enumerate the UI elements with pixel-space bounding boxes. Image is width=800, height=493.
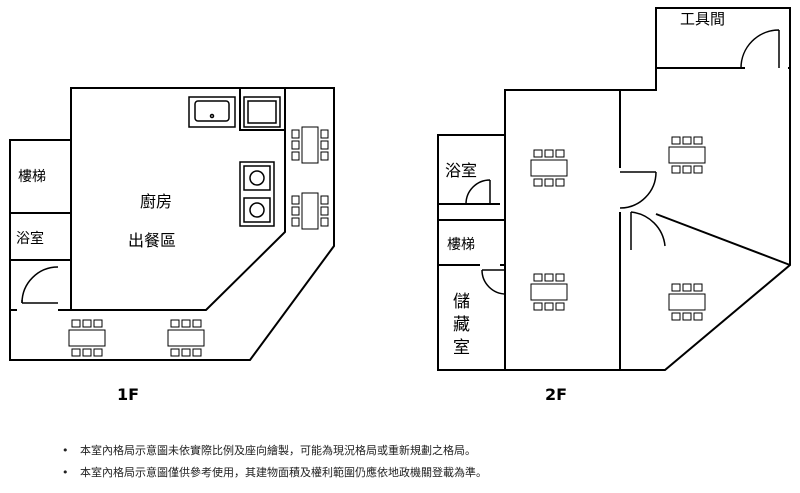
floor-1 <box>9 87 335 361</box>
disclaimer-notes: • 本室內格局示意圖未依實際比例及座向繪製，可能為現況格局或重新規劃之格局。 •… <box>62 440 487 484</box>
floor-1-kitchen-inner-wall <box>10 88 286 311</box>
dining-area-label: 出餐區 <box>128 231 176 250</box>
dining-table-icon <box>668 283 706 321</box>
floor-1-outer-wall <box>9 87 335 361</box>
floor-1-tables <box>68 126 329 357</box>
storage-label-char-2: 藏 <box>453 315 470 335</box>
bullet: • <box>62 466 69 479</box>
dining-table-icon <box>167 319 205 357</box>
dish-rack-icon <box>243 96 281 128</box>
floor-2-label: 2F <box>545 385 567 404</box>
floor-1-label: 1F <box>117 385 139 404</box>
floor-2-outer-wall <box>437 7 791 371</box>
stove-icon <box>239 161 275 227</box>
tool-room-door <box>740 29 780 69</box>
floor-2-tables <box>530 136 706 321</box>
note-item: • 本室內格局示意圖僅供參考使用，其建物面積及權利範圍仍應依地政機關登載為準。 <box>62 462 487 484</box>
dining-table-icon <box>530 149 568 187</box>
floor-1-bath-door-swing <box>21 266 59 304</box>
floor-1-stairs-label: 樓梯 <box>18 169 46 185</box>
floor-2-stairs-walls <box>438 219 505 266</box>
dining-table-icon <box>68 319 106 357</box>
floor-2-bathroom-label: 浴室 <box>445 161 477 180</box>
floor-2-stairs-label: 樓梯 <box>447 237 475 253</box>
floor-2-storage-door <box>481 269 507 295</box>
kitchen-label: 廚房 <box>140 192 172 211</box>
storage-label-char-3: 室 <box>453 338 470 358</box>
floor-plan: 樓梯 浴室 廚房 出餐區 1F 工具間 浴室 樓梯 儲 藏 室 2F <box>9 7 791 404</box>
dining-table-icon <box>668 136 706 174</box>
dining-table-icon <box>291 126 329 164</box>
note-text: 本室內格局示意圖未依實際比例及座向繪製，可能為現況格局或重新規劃之格局。 <box>80 444 476 457</box>
dining-table-icon <box>530 273 568 311</box>
floor-2-right-partition <box>655 213 791 266</box>
floor-1-bath-door <box>21 300 58 304</box>
floor-2-doors <box>465 29 780 295</box>
sink-icon <box>188 96 236 128</box>
storage-label-char-1: 儲 <box>453 292 470 312</box>
note-text: 本室內格局示意圖僅供參考使用，其建物面積及權利範圍仍應依地政機關登載為準。 <box>80 466 487 479</box>
floor-2-right-door <box>630 211 666 250</box>
tool-room-label: 工具間 <box>680 10 725 28</box>
bullet: • <box>62 444 69 457</box>
floor-2-bath-door <box>465 179 491 205</box>
floor-2 <box>437 7 791 371</box>
floor-2-center-door <box>619 171 657 209</box>
dining-table-icon <box>291 192 329 230</box>
floor-1-counter-line <box>239 88 285 131</box>
note-item: • 本室內格局示意圖未依實際比例及座向繪製，可能為現況格局或重新規劃之格局。 <box>62 440 487 462</box>
floor-1-bathroom-label: 浴室 <box>16 230 44 247</box>
